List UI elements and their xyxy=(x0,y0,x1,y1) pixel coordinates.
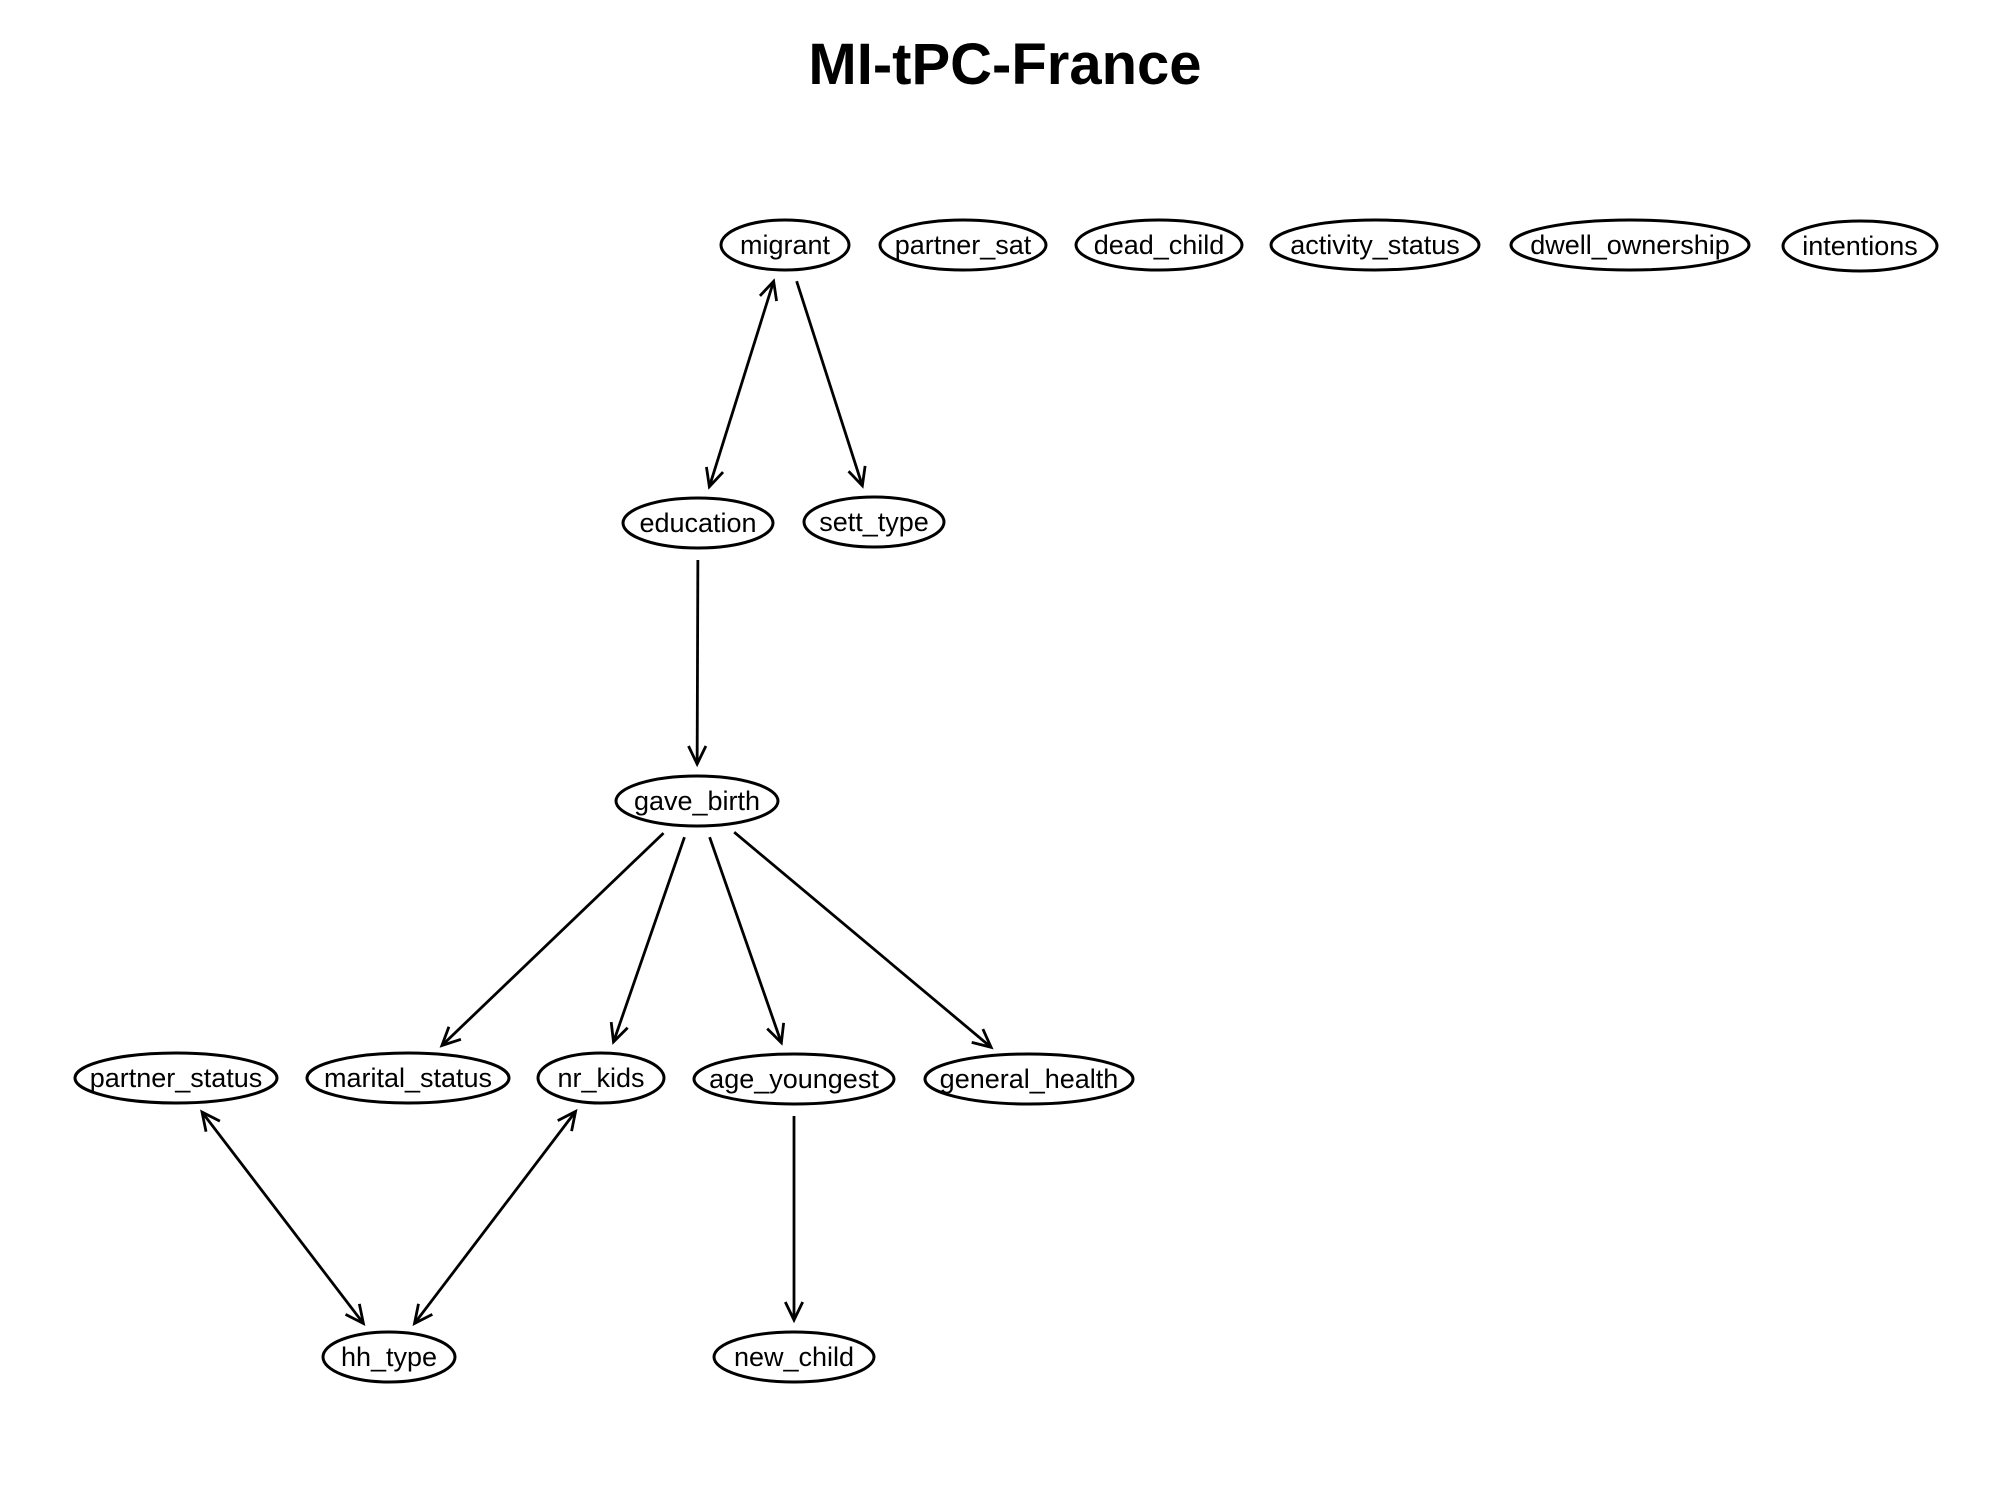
node-ellipse xyxy=(305,1051,511,1105)
edge-line xyxy=(695,559,700,765)
node-dead-child: dead_child xyxy=(1074,218,1244,272)
graph-title: MI-tPC-France xyxy=(808,32,1201,97)
node-ellipse xyxy=(692,1052,896,1106)
node-ellipse xyxy=(802,495,946,549)
node-ellipse xyxy=(712,1330,876,1384)
edge-line xyxy=(733,831,993,1049)
arrowhead-icon xyxy=(847,465,867,489)
node-age-youngest: age_youngest xyxy=(692,1052,896,1106)
node-label: sett_type xyxy=(819,507,929,537)
node-label: new_child xyxy=(734,1342,854,1372)
edges-layer xyxy=(200,278,994,1327)
node-migrant: migrant xyxy=(719,218,851,272)
edge-age_youngest-new_child xyxy=(784,1116,804,1324)
arrowhead-icon xyxy=(758,278,778,302)
edge-line xyxy=(413,1110,577,1325)
edge-migrant-sett_type xyxy=(795,280,867,489)
arrowhead-icon xyxy=(200,1109,221,1132)
node-new-child: new_child xyxy=(712,1330,876,1384)
node-ellipse xyxy=(923,1052,1135,1106)
arrowhead-icon xyxy=(784,1301,804,1324)
node-label: age_youngest xyxy=(709,1064,879,1094)
node-ellipse xyxy=(1781,219,1939,273)
node-education: education xyxy=(621,496,775,550)
node-general-health: general_health xyxy=(923,1052,1135,1106)
node-ellipse xyxy=(621,496,775,550)
node-ellipse xyxy=(878,218,1048,272)
node-label: partner_status xyxy=(90,1063,263,1093)
edge-line xyxy=(708,280,775,488)
node-gave-birth: gave_birth xyxy=(614,774,780,828)
node-ellipse xyxy=(1509,218,1751,272)
edge-line xyxy=(612,836,686,1043)
edge-line xyxy=(708,836,783,1044)
edge-gave_birth-nr_kids xyxy=(609,836,686,1045)
arrowhead-icon xyxy=(439,1026,462,1048)
node-label: migrant xyxy=(740,230,831,260)
node-label: dwell_ownership xyxy=(1530,230,1730,260)
node-label: intentions xyxy=(1802,231,1918,261)
arrowhead-icon xyxy=(971,1028,994,1050)
arrowhead-icon xyxy=(766,1022,786,1046)
node-ellipse xyxy=(321,1330,457,1384)
node-activity-status: activity_status xyxy=(1269,218,1481,272)
edge-gave_birth-marital_status xyxy=(439,832,665,1048)
node-intentions: intentions xyxy=(1781,219,1939,273)
node-label: partner_sat xyxy=(895,230,1032,260)
edge-line xyxy=(200,1111,365,1325)
node-partner-status: partner_status xyxy=(73,1051,279,1105)
node-label: nr_kids xyxy=(557,1063,644,1093)
nodes-layer: migrant partner_sat dead_child activity_sta… xyxy=(73,218,1939,1384)
node-sett-type: sett_type xyxy=(802,495,946,549)
arrowhead-icon xyxy=(557,1108,578,1132)
node-ellipse xyxy=(1269,218,1481,272)
node-nr-kids: nr_kids xyxy=(536,1051,666,1105)
node-partner-sat: partner_sat xyxy=(878,218,1048,272)
arrowhead-icon xyxy=(687,745,708,768)
node-label: general_health xyxy=(940,1064,1119,1094)
node-ellipse xyxy=(536,1051,666,1105)
edge-migrant-education xyxy=(705,278,778,490)
arrowhead-icon xyxy=(609,1021,629,1045)
edge-partner_status-hh_type xyxy=(200,1109,366,1327)
edge-education-gave_birth xyxy=(687,559,708,768)
edge-gave_birth-general_health xyxy=(733,831,994,1050)
node-ellipse xyxy=(73,1051,279,1105)
node-label: activity_status xyxy=(1290,230,1460,260)
node-ellipse xyxy=(719,218,851,272)
node-ellipse xyxy=(1074,218,1244,272)
node-ellipse xyxy=(614,774,780,828)
node-hh-type: hh_type xyxy=(321,1330,457,1384)
node-label: marital_status xyxy=(324,1063,492,1093)
arrowhead-icon xyxy=(705,466,725,490)
edge-nr_kids-hh_type xyxy=(412,1108,578,1326)
node-label: dead_child xyxy=(1094,230,1225,260)
node-label: education xyxy=(639,508,756,538)
node-label: gave_birth xyxy=(634,786,760,816)
edge-line xyxy=(795,280,864,487)
arrowhead-icon xyxy=(344,1303,366,1327)
edge-line xyxy=(440,832,665,1047)
edge-gave_birth-age_youngest xyxy=(708,836,786,1046)
node-marital-status: marital_status xyxy=(305,1051,511,1105)
arrowhead-icon xyxy=(412,1303,433,1326)
node-dwell-ownership: dwell_ownership xyxy=(1509,218,1751,272)
node-label: hh_type xyxy=(341,1342,437,1372)
